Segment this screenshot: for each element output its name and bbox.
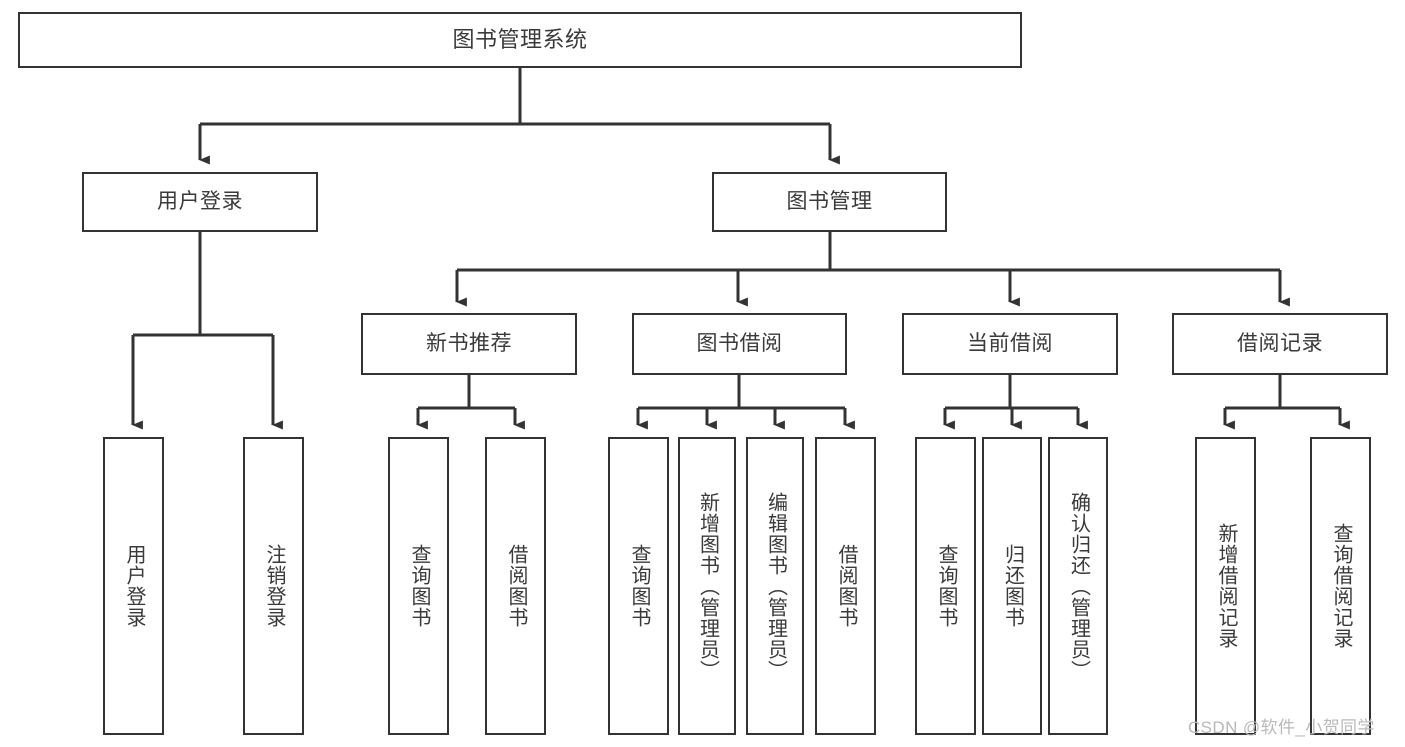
leaf-query-book-3[interactable]: 查询图书 — [915, 437, 976, 735]
node-label: 新书推荐 — [426, 331, 512, 355]
node-label: 归还图书 — [1001, 544, 1024, 628]
node-label: 图书管理 — [786, 189, 873, 213]
node-label: 新增图书（管理员） — [696, 491, 719, 681]
csdn-watermark: CSDN @软件_小贺同学 — [1188, 718, 1375, 737]
node-user-login[interactable]: 用户登录 — [82, 172, 318, 232]
leaf-add-record[interactable]: 新增借阅记录 — [1195, 437, 1256, 735]
node-label: 当前借阅 — [967, 331, 1053, 355]
node-label: 查询图书 — [935, 544, 957, 628]
leaf-query-book-1[interactable]: 查询图书 — [388, 437, 449, 735]
node-new-book-recommend[interactable]: 新书推荐 — [361, 313, 577, 375]
node-book-borrow[interactable]: 图书借阅 — [632, 313, 847, 375]
node-label: 借阅记录 — [1237, 331, 1323, 355]
node-label: 用户登录 — [157, 189, 243, 213]
node-label: 查询图书 — [408, 544, 430, 628]
node-label: 用户登录 — [123, 544, 145, 628]
leaf-borrow-book-1[interactable]: 借阅图书 — [485, 437, 546, 735]
leaf-query-book-2[interactable]: 查询图书 — [608, 437, 669, 735]
node-current-borrow[interactable]: 当前借阅 — [902, 313, 1118, 375]
node-book-management[interactable]: 图书管理 — [712, 172, 947, 232]
leaf-user-login[interactable]: 用户登录 — [103, 437, 164, 735]
node-label: 新增借阅记录 — [1215, 523, 1237, 649]
leaf-return-book[interactable]: 归还图书 — [982, 437, 1042, 735]
leaf-edit-book[interactable]: 编辑图书（管理员） — [746, 437, 804, 735]
node-label: 编辑图书（管理员） — [764, 491, 787, 681]
node-borrow-record[interactable]: 借阅记录 — [1172, 313, 1388, 375]
node-label: 查询图书 — [628, 544, 650, 628]
node-label: 注销登录 — [263, 544, 285, 628]
leaf-borrow-book-2[interactable]: 借阅图书 — [815, 437, 876, 735]
leaf-confirm-return[interactable]: 确认归还（管理员） — [1048, 437, 1108, 735]
node-label: 确认归还（管理员） — [1067, 491, 1090, 681]
node-label: 图书管理系统 — [452, 27, 588, 53]
leaf-query-record[interactable]: 查询借阅记录 — [1310, 437, 1371, 735]
leaf-user-logout[interactable]: 注销登录 — [243, 437, 304, 735]
node-label: 查询借阅记录 — [1330, 523, 1352, 649]
node-label: 借阅图书 — [505, 544, 527, 628]
node-label: 借阅图书 — [835, 544, 857, 628]
leaf-add-book[interactable]: 新增图书（管理员） — [678, 437, 736, 735]
node-label: 图书借阅 — [696, 331, 783, 355]
node-root-book-management-system[interactable]: 图书管理系统 — [18, 12, 1022, 68]
